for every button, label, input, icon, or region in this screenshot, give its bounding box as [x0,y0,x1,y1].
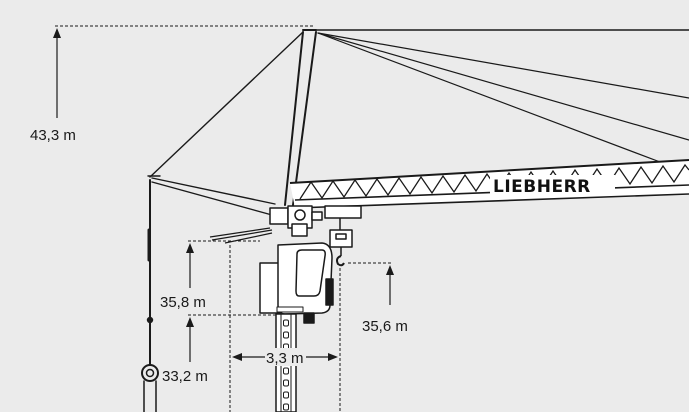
logo-plate [490,175,615,195]
brand-logo: LIEBHERR [493,177,591,197]
arrow-up-icon [386,265,394,275]
arrow-right-icon [328,353,338,361]
arrow-up-icon [186,317,194,327]
mast-width-dimension: 3,3 m [229,245,341,412]
total-height-dimension: 43,3 m [30,25,315,144]
main-jib: LIEBHERR [289,159,689,209]
cab-assembly [209,205,362,324]
mast-width-label: 3,3 m [266,350,304,367]
arrow-left-icon [232,353,242,361]
arrow-up-icon [186,243,194,253]
total-height-label: 43,3 m [30,127,76,144]
hook-height-low-label: 33,2 m [162,368,208,385]
arrow-up-icon [53,28,61,38]
counter-jib [141,175,276,412]
hook-height-high-label: 35,8 m [160,294,206,311]
trolley-height-dimension: 35,6 m [348,262,408,335]
tower-head [149,29,689,206]
trolley-hook-height-label: 35,6 m [362,318,408,335]
hook-height-dimensions: 35,8 m 33,2 m [160,240,276,385]
